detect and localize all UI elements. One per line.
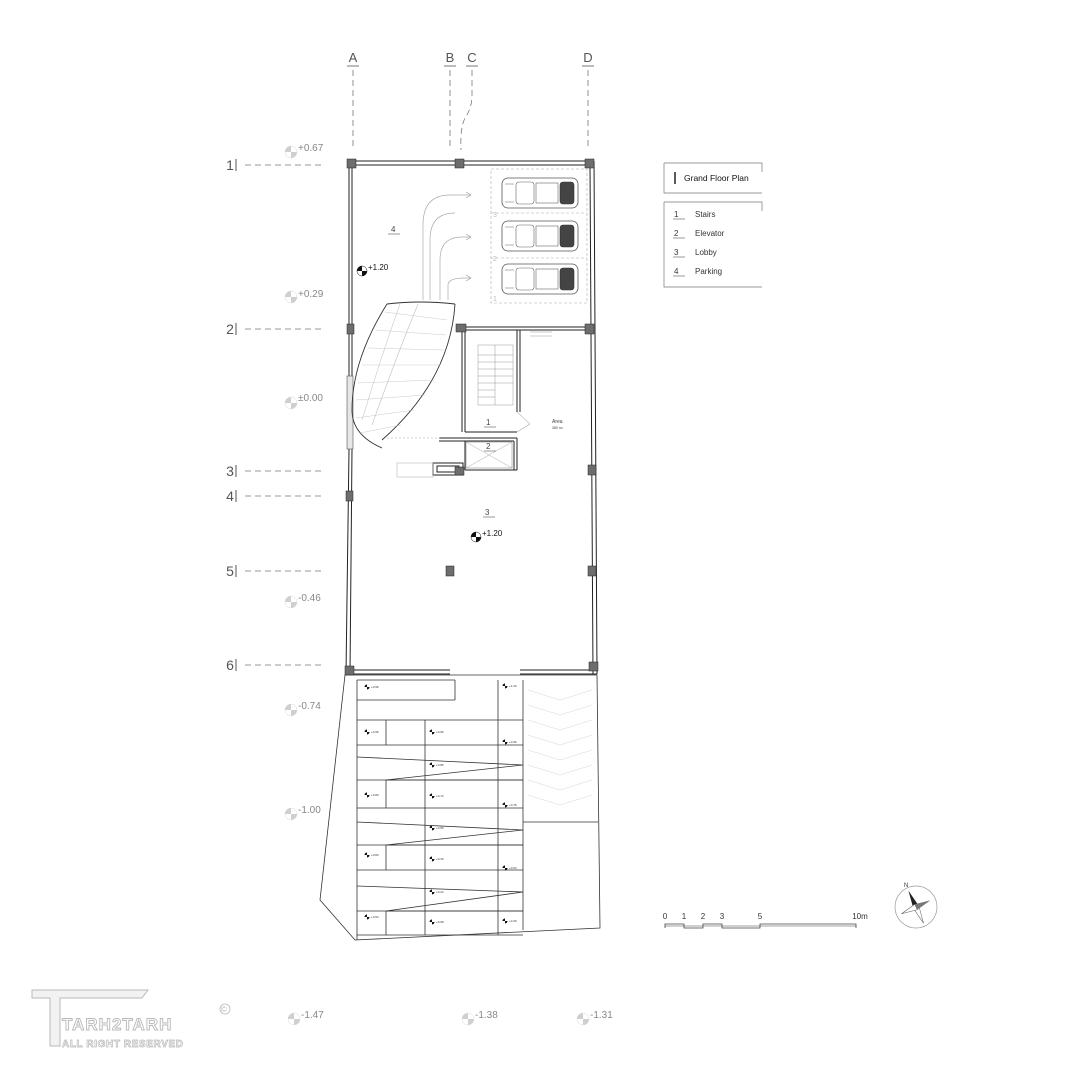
level-mark: +0.29 <box>298 289 324 300</box>
curved-ramp <box>351 301 456 449</box>
entrance-steps <box>319 674 601 941</box>
room-number-lobby: 3 <box>485 508 490 517</box>
watermark-brand: TARH2TARH <box>62 1015 172 1034</box>
legend-num: 2 <box>674 229 679 238</box>
grid-rows <box>245 164 325 666</box>
legend-num: 1 <box>674 210 679 219</box>
scale-tick: 3 <box>720 912 725 921</box>
grid-col-c: C <box>467 50 476 65</box>
grid-col-b: B <box>446 50 455 65</box>
scale-bar: 0 1 2 3 5 10m <box>663 912 868 929</box>
level-mark: -1.31 <box>590 1010 613 1021</box>
room-number-parking: 4 <box>391 225 396 234</box>
legend-label: Lobby <box>695 248 717 257</box>
step-level: +0.96 <box>371 730 379 734</box>
room-number-stairs: 1 <box>486 418 491 427</box>
watermark-rights: ALL RIGHT RESERVED <box>62 1039 184 1050</box>
stairs-core <box>396 331 552 478</box>
grid-row-5: 5 <box>226 563 234 579</box>
entrance-ramp-hatch <box>527 689 593 806</box>
step-level: +0.80 <box>371 793 379 797</box>
structural-columns <box>344 158 599 676</box>
step-level: +0.86 <box>436 763 444 767</box>
window-west <box>346 375 354 450</box>
level-mark: -1.47 <box>301 1010 324 1021</box>
legend-title: Grand Floor Plan <box>684 173 749 183</box>
level-mark: -1.38 <box>475 1010 498 1021</box>
level-mark: +0.67 <box>298 143 324 154</box>
watermark-copyright: © <box>221 1005 227 1014</box>
legend-label: Parking <box>695 267 722 276</box>
room-number-elevator: 2 <box>486 442 491 451</box>
step-level: +0.80 <box>371 853 379 857</box>
level-mark-parking: +1.20 <box>368 263 389 272</box>
legend-label: Stairs <box>695 210 715 219</box>
step-level: +1.20 <box>509 684 517 688</box>
step-level: +0.96 <box>371 685 379 689</box>
scale-tick: 10m <box>852 912 868 921</box>
scale-tick: 2 <box>701 912 706 921</box>
grid-columns <box>352 70 589 151</box>
step-level: +0.56 <box>436 826 444 830</box>
legend-num: 3 <box>674 248 679 257</box>
legend-label: Elevator <box>695 229 725 238</box>
area-label: Area <box>552 419 563 425</box>
grid-row-2: 2 <box>226 321 234 337</box>
step-level: +0.24 <box>436 890 444 894</box>
level-mark-lobby: +1.20 <box>482 529 503 538</box>
grid-col-d: D <box>583 50 592 65</box>
grid-row-3: 3 <box>226 463 234 479</box>
legend: Grand Floor Plan 1 Stairs 2 Elevator 3 L… <box>663 162 763 288</box>
step-level: +0.78 <box>509 803 517 807</box>
parking-space-number: 2 <box>493 256 497 263</box>
level-mark: -0.74 <box>298 701 321 712</box>
scale-tick: 5 <box>758 912 763 921</box>
step-level: +0.30 <box>509 919 517 923</box>
parking-space-number: 1 <box>493 296 497 303</box>
step-level: +0.96 <box>509 740 517 744</box>
step-level: +0.54 <box>509 866 517 870</box>
level-mark: -0.46 <box>298 593 321 604</box>
parking-spaces <box>422 168 588 304</box>
grid-row-4: 4 <box>226 488 234 504</box>
watermark-logo: TARH2TARH ALL RIGHT RESERVED © <box>31 989 231 1050</box>
level-mark: ±0.00 <box>298 393 323 404</box>
grid-row-1: 1 <box>226 157 234 173</box>
step-level: +0.96 <box>436 730 444 734</box>
parking-space-number: 3 <box>493 212 497 219</box>
building-walls <box>345 160 598 675</box>
step-level: +0.08 <box>436 920 444 924</box>
north-arrow-icon <box>894 885 938 929</box>
grid-col-a: A <box>349 50 358 65</box>
step-level: +0.72 <box>436 794 444 798</box>
step-level: +0.40 <box>436 857 444 861</box>
grid-row-6: 6 <box>226 657 234 673</box>
north-label: N <box>904 883 908 889</box>
scale-tick: 1 <box>682 912 687 921</box>
area-value: 380 m² <box>552 426 564 430</box>
legend-num: 4 <box>674 267 679 276</box>
level-mark: -1.00 <box>298 805 321 816</box>
scale-tick: 0 <box>663 912 668 921</box>
step-level: +0.64 <box>371 915 379 919</box>
site-level-marks: +0.67 +0.29 ±0.00 -0.46 -0.74 -1.00 -1.4… <box>284 143 613 1026</box>
step-level-marks: +0.96 +0.96 +0.80 +0.80 +0.64 +0.96 +0.8… <box>364 683 517 925</box>
